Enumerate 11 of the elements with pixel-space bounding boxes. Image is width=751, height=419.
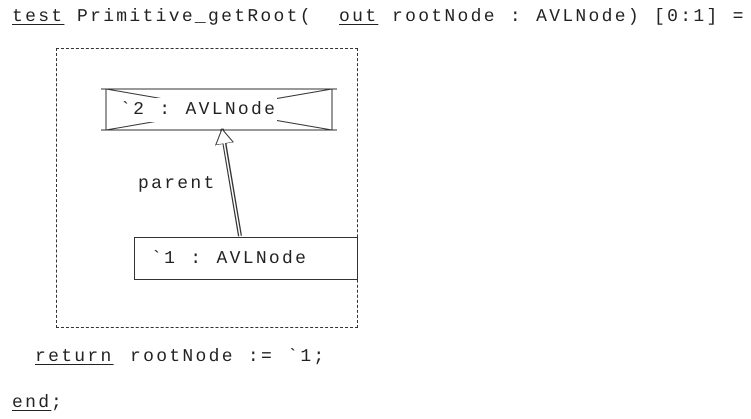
object-box (134, 237, 358, 280)
keyword-text: end (12, 392, 52, 415)
code-text: Primitive_getRoot( (77, 6, 313, 29)
keyword-text: test (12, 6, 64, 29)
keyword-text: return (35, 346, 114, 369)
code-text: ; (51, 392, 64, 415)
code-text: rootNode : AVLNode) [0:1] = (392, 6, 746, 29)
code-text: rootNode := `1; (130, 346, 327, 369)
edge-label: parent (138, 173, 217, 196)
keyword-text: out (339, 6, 378, 29)
dashed-frame (56, 48, 358, 328)
